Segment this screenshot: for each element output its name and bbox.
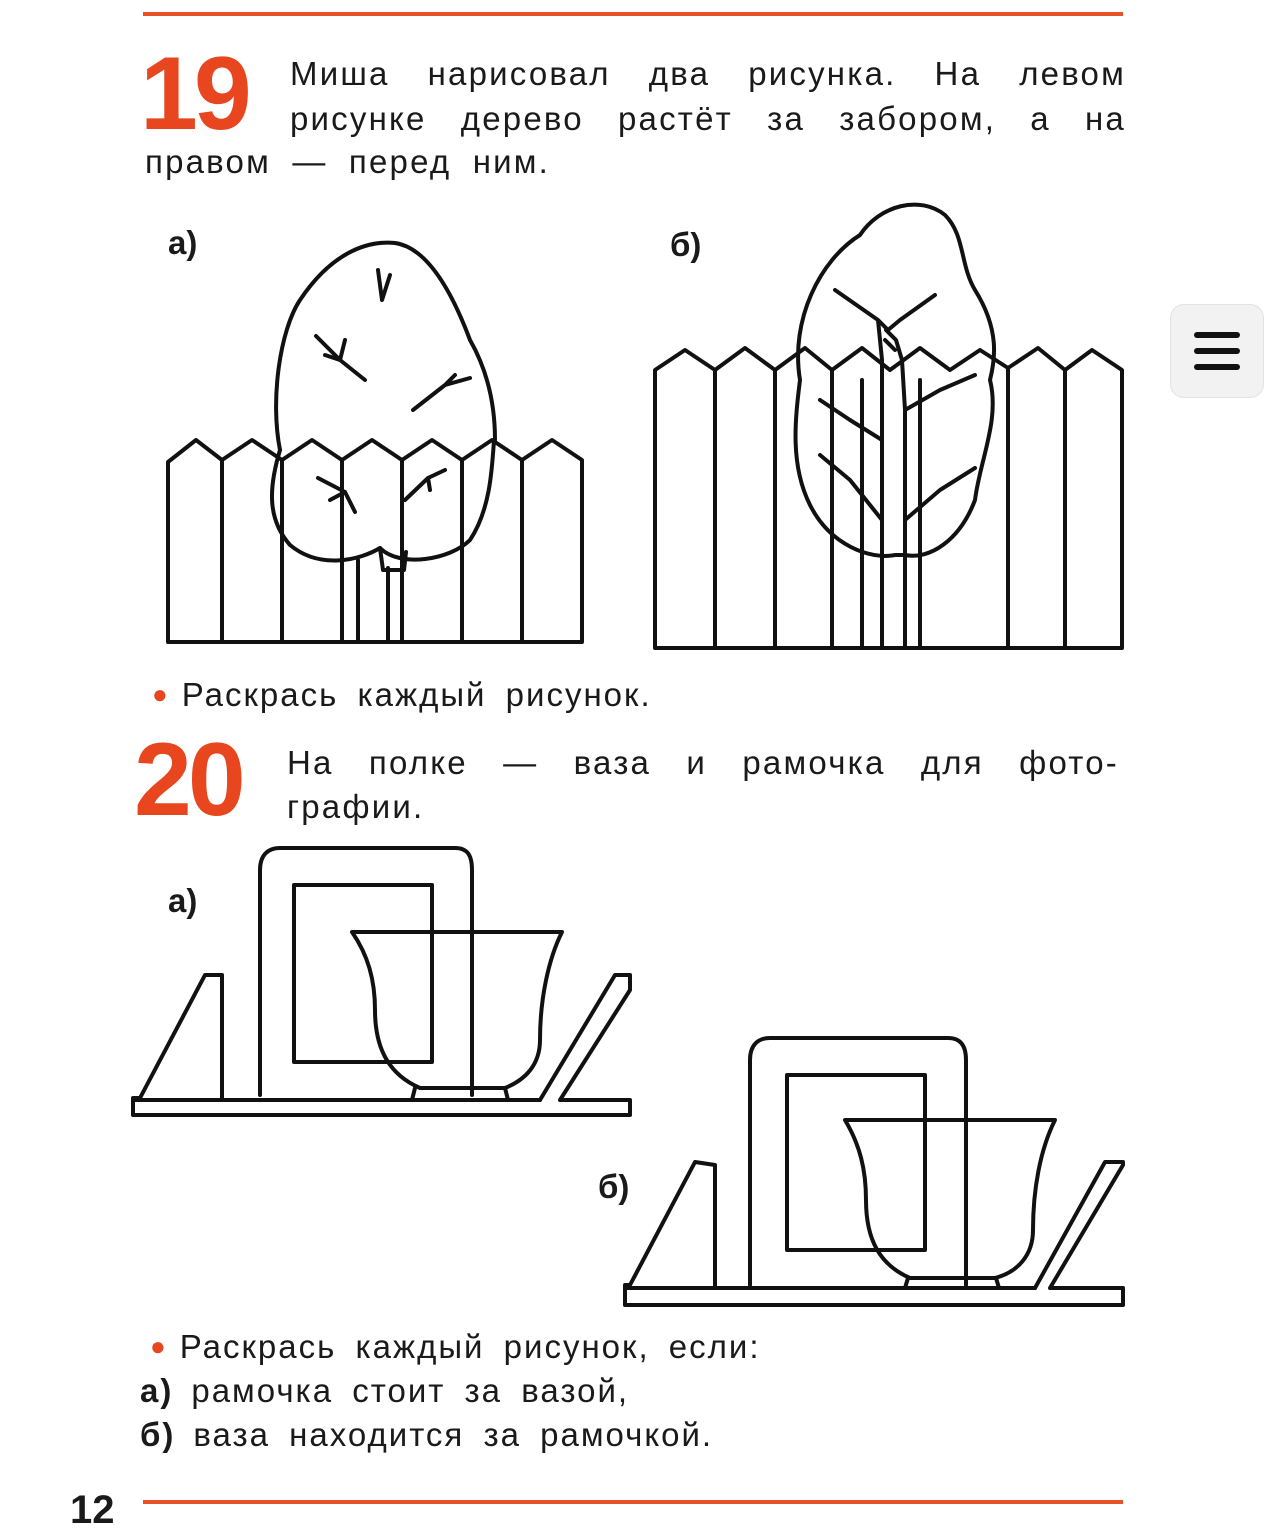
task20-instruction: ● Раскрась каждый рисунок, если: <box>150 1328 761 1366</box>
task19-instruction: ● Раскрась каждый рисунок. <box>152 676 652 714</box>
task20-text-line2: графии. <box>287 788 425 825</box>
tree-in-front-drawing <box>653 202 1124 650</box>
frame-in-front-drawing <box>623 1036 1125 1307</box>
task-number-20: 20 <box>134 722 246 838</box>
tree-behind-fence-drawing <box>166 240 584 644</box>
task20-option-b: б) ваза находится за рамочкой. <box>140 1416 713 1454</box>
bullet-icon: ● <box>150 1331 168 1361</box>
task20-option-a: а) рамочка стоит за вазой, <box>140 1372 629 1410</box>
bullet-icon: ● <box>152 679 170 709</box>
task-number-19: 19 <box>140 36 252 152</box>
task20-text-line1: На полке — ваза и рамочка для фото- <box>287 744 1119 781</box>
option-a-label: а) <box>140 1372 174 1409</box>
task20-label-a: а) <box>168 882 198 919</box>
task19-text-line3: правом — перед ним. <box>145 143 551 180</box>
vase-in-front-drawing <box>131 846 632 1117</box>
bottom-rule <box>143 1500 1123 1504</box>
task19-instruction-text: Раскрась каждый рисунок. <box>181 676 652 713</box>
task19-text-line1: Миша нарисовал два рисунка. На левом <box>290 55 1126 92</box>
task19-label-a: а) <box>168 224 198 261</box>
top-rule <box>143 12 1123 16</box>
task20-label-b: б) <box>598 1168 630 1205</box>
task20-instruction-text: Раскрась каждый рисунок, если: <box>179 1328 761 1365</box>
option-a-text: рамочка стоит за вазой, <box>191 1372 630 1409</box>
option-b-label: б) <box>140 1416 176 1453</box>
task19-label-b: б) <box>670 226 702 263</box>
task19-text-line2: рисунке дерево растёт за забором, а на <box>290 100 1126 137</box>
hamburger-icon[interactable] <box>1170 304 1264 398</box>
option-b-text: ваза находится за рамочкой. <box>193 1416 714 1453</box>
